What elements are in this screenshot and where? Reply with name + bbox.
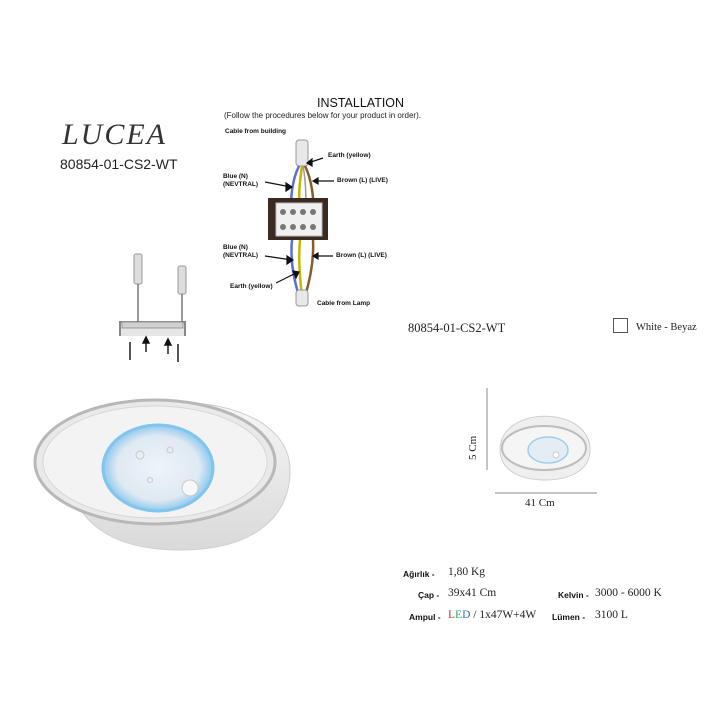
spec-bulb-label: Ampul - — [409, 612, 441, 622]
dimension-height: 5 Cm — [467, 435, 479, 460]
spec-lumen-value: 3100 L — [595, 609, 628, 621]
spec-kelvin-label: Kelvin - — [558, 590, 589, 600]
spec-kelvin-value: 3000 - 6000 K — [595, 587, 662, 599]
spec-weight-label: Ağırlık - — [403, 569, 435, 579]
arrow-up-icon — [141, 335, 151, 344]
terminal-block — [275, 202, 323, 237]
installation-title: INSTALLATION — [317, 96, 405, 110]
label-earth-bottom: Earth (yellow) — [230, 283, 273, 290]
installation-subtitle: (Follow the procedures below for your pr… — [224, 111, 421, 120]
label-blue-bottom: Blue (N) — [223, 244, 248, 251]
label-blue-top: Blue (N) — [223, 173, 248, 180]
spec-weight-value: 1,80 Kg — [448, 566, 486, 578]
dimension-illustration — [486, 388, 597, 494]
building-cable-sheath — [295, 139, 309, 167]
ceiling-bracket — [119, 321, 186, 336]
moon-disc — [101, 423, 215, 513]
earth-wire-bottom — [297, 239, 304, 297]
led-letter-e: E — [455, 609, 463, 621]
blue-wire-bottom — [290, 239, 301, 297]
spec-bulb-value: LED / 1x47W+4W — [448, 609, 536, 621]
label-neutral-bottom: (NEVTRAL) — [223, 252, 259, 259]
bulb-wattage: / 1x47W+4W — [470, 609, 537, 621]
label-cable-building: Cable from building — [225, 128, 287, 135]
color-option-code: 80854-01-CS2-WT — [408, 321, 506, 335]
wall-anchor-left — [133, 253, 143, 322]
dimension-width: 41 Cm — [525, 497, 555, 509]
brown-wire-bottom — [303, 239, 315, 297]
lamp-cable-sheath — [295, 289, 309, 307]
arrow-up-icon — [163, 337, 173, 346]
crater-large — [181, 479, 199, 497]
label-neutral-top: (NEVTRAL) — [223, 181, 259, 188]
spec-lumen-label: Lümen - — [552, 612, 586, 622]
led-letter-l: L — [448, 609, 456, 621]
led-letter-d: D — [462, 609, 471, 621]
brand-name: LUCEA — [62, 118, 168, 151]
spec-diameter-label: Çap - — [418, 590, 440, 600]
lamp-illustration — [33, 398, 291, 551]
product-code: 80854-01-CS2-WT — [60, 156, 178, 172]
spec-diameter-value: 39x41 Cm — [448, 587, 497, 599]
label-earth-top: Earth (yellow) — [328, 152, 371, 159]
color-swatch-white — [613, 318, 628, 333]
label-brown-bottom: Brown (L) (LIVE) — [336, 252, 387, 259]
label-brown-top: Brown (L) (LIVE) — [337, 177, 388, 184]
color-swatch-label: White - Beyaz — [636, 322, 697, 333]
label-cable-lamp: Cable from Lamp — [317, 300, 371, 307]
wall-anchor-right — [177, 265, 187, 322]
